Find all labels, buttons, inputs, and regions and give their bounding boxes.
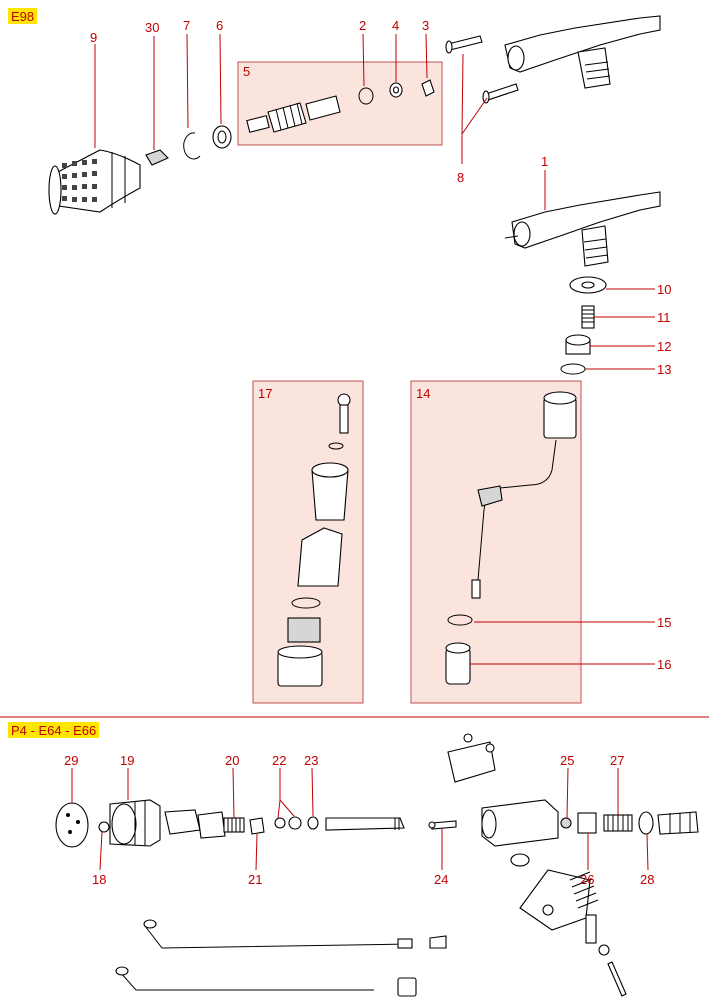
part-4-bushing <box>389 82 403 98</box>
part-12-nut <box>565 334 591 355</box>
label-9: 9 <box>90 30 97 45</box>
part-22-balls <box>274 816 302 830</box>
part-13-o-ring <box>560 363 586 375</box>
part-spring-stack <box>569 871 627 997</box>
label-10: 10 <box>657 282 671 297</box>
label-14: 14 <box>416 386 430 401</box>
part-27-spring <box>603 814 633 832</box>
label-4: 4 <box>392 18 399 33</box>
label-15: 15 <box>657 615 671 630</box>
part-needle <box>325 817 405 831</box>
label-17: 17 <box>258 386 272 401</box>
part-23-washer <box>307 816 319 830</box>
part-bracket-top <box>447 733 496 783</box>
label-23: 23 <box>304 753 318 768</box>
label-24: 24 <box>434 872 448 887</box>
part-24-pin <box>428 820 457 830</box>
part-10-gasket <box>569 276 607 294</box>
part-tubes <box>115 919 447 997</box>
part-body-p4 <box>481 799 559 867</box>
label-19: 19 <box>120 753 134 768</box>
part-8-screws <box>445 35 519 104</box>
part-body-top <box>504 15 661 89</box>
part-18-ring <box>98 821 110 833</box>
label-29: 29 <box>64 753 78 768</box>
label-27: 27 <box>610 753 624 768</box>
part-labels: 9 30 7 6 5 2 4 3 8 1 10 11 12 13 17 14 1… <box>64 18 671 887</box>
label-1: 1 <box>541 154 548 169</box>
part-bracket-bottom <box>519 869 591 931</box>
part-7-snap-ring <box>183 132 201 160</box>
part-20-assembly <box>164 809 245 839</box>
label-7: 7 <box>183 18 190 33</box>
group-14-parts <box>445 391 577 685</box>
label-8: 8 <box>457 170 464 185</box>
group-17-parts <box>277 393 351 687</box>
label-2: 2 <box>359 18 366 33</box>
label-28: 28 <box>640 872 654 887</box>
part-1-body <box>504 191 661 267</box>
label-5: 5 <box>243 64 250 79</box>
label-12: 12 <box>657 339 671 354</box>
label-26: 26 <box>580 872 594 887</box>
part-25-ball <box>560 817 572 829</box>
label-6: 6 <box>216 18 223 33</box>
group-box-5 <box>237 61 443 146</box>
part-fitting <box>657 811 699 835</box>
leader-lines <box>71 33 655 871</box>
part-28-washer <box>638 811 654 835</box>
label-30: 30 <box>145 20 159 35</box>
label-3: 3 <box>422 18 429 33</box>
part-21-seal <box>249 817 265 835</box>
label-20: 20 <box>225 753 239 768</box>
section-tag-e98: E98 <box>8 8 38 24</box>
part-3-screw <box>421 79 435 97</box>
part-2-o-ring <box>358 87 374 105</box>
section-tag-p4-e64-e66: P4 - E64 - E66 <box>8 722 100 738</box>
label-25: 25 <box>560 753 574 768</box>
label-22: 22 <box>272 753 286 768</box>
label-16: 16 <box>657 657 671 672</box>
label-11: 11 <box>657 310 671 325</box>
label-13: 13 <box>657 362 671 377</box>
part-5-valve-stem <box>246 95 341 133</box>
label-18: 18 <box>92 872 106 887</box>
label-21: 21 <box>248 872 262 887</box>
part-29-cap <box>55 802 89 848</box>
part-30-clip <box>145 149 169 166</box>
part-6-washer <box>212 125 232 149</box>
part-11-spring <box>581 305 595 329</box>
part-26-nut <box>577 812 597 834</box>
part-9-nozzle-sleeve <box>48 149 141 215</box>
part-19-nut <box>109 799 161 847</box>
